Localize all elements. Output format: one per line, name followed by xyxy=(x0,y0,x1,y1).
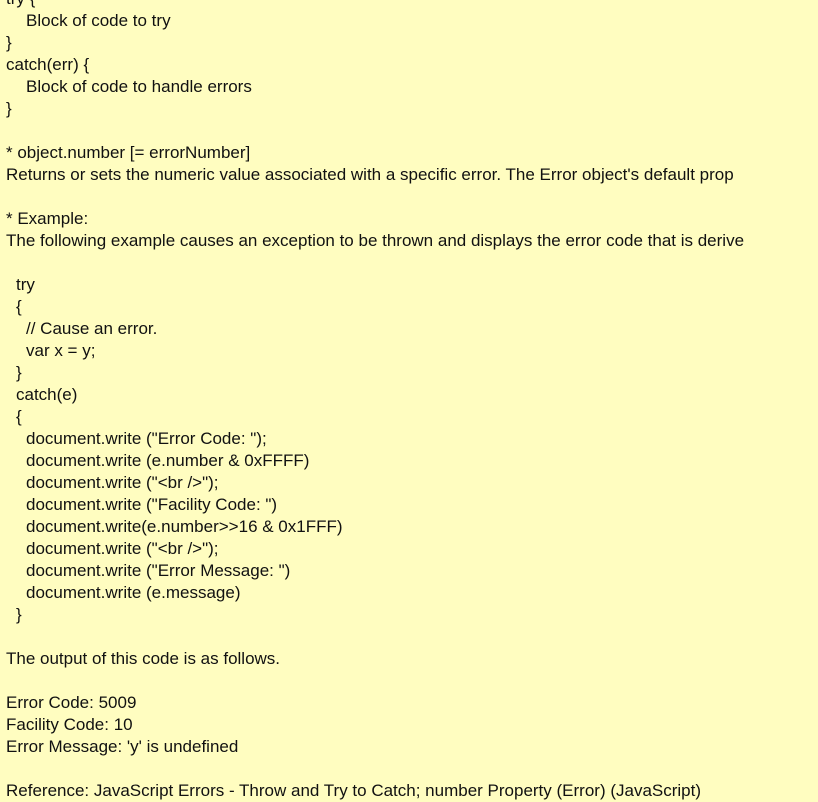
number-property-heading: * object.number [= errorNumber] xyxy=(6,143,251,162)
spacer xyxy=(6,670,818,692)
syntax-try-body: Block of code to try xyxy=(26,11,171,30)
syntax-catch-close: } xyxy=(6,99,12,118)
code-line: document.write ("Error Message: ") xyxy=(26,561,291,580)
example-code-block: try { // Cause an error. var x = y; } ca… xyxy=(6,274,818,626)
code-line: } xyxy=(16,605,22,624)
code-line: document.write (e.number & 0xFFFF) xyxy=(26,451,310,470)
syntax-try-line: try { xyxy=(6,0,818,10)
spacer xyxy=(6,252,818,274)
output-error-code: Error Code: 5009 xyxy=(6,693,137,712)
code-line: { xyxy=(16,407,22,426)
code-line: var x = y; xyxy=(26,341,96,360)
code-line: } xyxy=(16,363,22,382)
code-line: try xyxy=(16,275,35,294)
code-line: document.write ("Facility Code: ") xyxy=(26,495,278,514)
example-description: The following example causes an exceptio… xyxy=(6,231,745,250)
code-line: catch(e) xyxy=(16,385,78,404)
output-error-message: Error Message: 'y' is undefined xyxy=(6,737,239,756)
example-heading: * Example: xyxy=(6,209,89,228)
code-line: document.write(e.number>>16 & 0x1FFF) xyxy=(26,517,343,536)
syntax-catch-body: Block of code to handle errors xyxy=(26,77,252,96)
spacer xyxy=(6,758,818,780)
spacer xyxy=(6,626,818,648)
spacer xyxy=(6,120,818,142)
number-property-description: Returns or sets the numeric value associ… xyxy=(6,165,734,184)
code-line: { xyxy=(16,297,22,316)
output-facility-code: Facility Code: 10 xyxy=(6,715,133,734)
code-line: document.write ("Error Code: "); xyxy=(26,429,267,448)
syntax-try-close: } xyxy=(6,33,12,52)
code-line: document.write ("<br />"); xyxy=(26,473,219,492)
code-line: document.write ("<br />"); xyxy=(26,539,219,558)
output-intro: The output of this code is as follows. xyxy=(6,649,281,668)
code-line: // Cause an error. xyxy=(26,319,158,338)
reference-line: Reference: JavaScript Errors - Throw and… xyxy=(6,781,702,800)
document-body: try { Block of code to try } catch(err) … xyxy=(6,0,818,802)
syntax-catch-line: catch(err) { xyxy=(6,55,90,74)
spacer xyxy=(6,186,818,208)
code-line: document.write (e.message) xyxy=(26,583,241,602)
